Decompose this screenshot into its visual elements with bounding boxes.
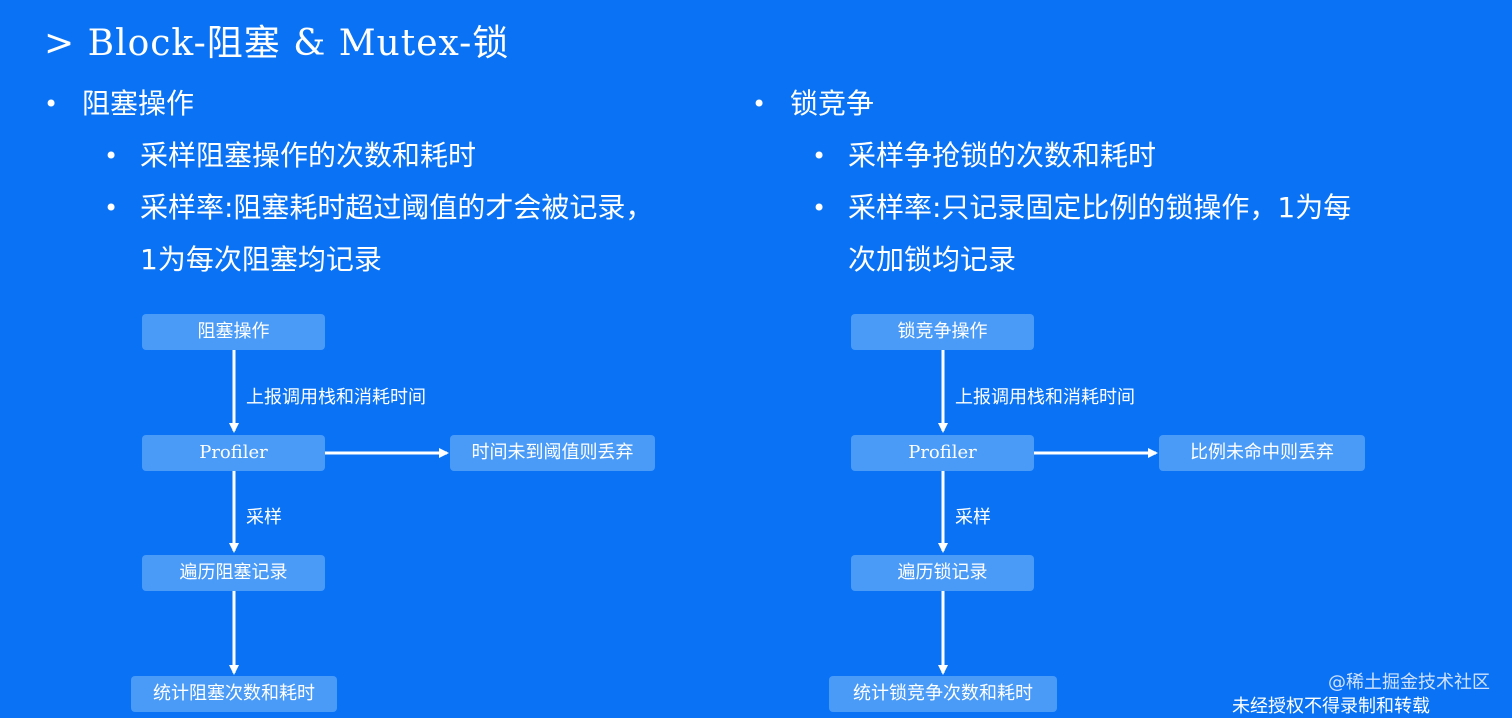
block-bullet-1-text: 采样阻塞操作的次数和耗时 [140, 139, 477, 172]
block-discard-node: 时间未到阈值则丢弃 [450, 435, 655, 471]
mutex-bullet-1-text: 采样争抢锁的次数和耗时 [848, 139, 1157, 172]
mutex-stats-node: 统计锁竞争次数和耗时 [829, 676, 1057, 712]
mutex-start-node: 锁竞争操作 [851, 314, 1034, 350]
mutex-report-label: 上报调用栈和消耗时间 [955, 387, 1135, 408]
block-stats-node: 统计阻塞次数和耗时 [131, 676, 337, 712]
block-traverse-node: 遍历阻塞记录 [142, 555, 325, 591]
mutex-bullet-2-text: 采样率:只记录固定比例的锁操作，1为每 [848, 191, 1352, 224]
mutex-traverse-node: 遍历锁记录 [851, 555, 1034, 591]
mutex-profiler-node: Profiler [851, 435, 1034, 471]
bullet-dot: • [104, 194, 119, 222]
bullet-dot: • [104, 142, 119, 170]
mutex-discard-node: 比例未命中则丢弃 [1159, 435, 1365, 471]
block-report-label: 上报调用栈和消耗时间 [246, 387, 426, 408]
block-bullet-2-text: 采样率:阻塞耗时超过阈值的才会被记录， [140, 191, 654, 224]
block-sample-label: 采样 [246, 507, 282, 528]
block-start-node: 阻塞操作 [142, 314, 325, 350]
block-section: • 阻塞操作 • 采样阻塞操作的次数和耗时 • 采样率:阻塞耗时超过阈值的才会被… [44, 84, 704, 286]
mutex-sample-label: 采样 [955, 507, 991, 528]
copyright-notice: 未经授权不得录制和转载 [1232, 696, 1430, 717]
mutex-bullet-2: • 采样率:只记录固定比例的锁操作，1为每 次加锁均记录 [812, 182, 1412, 286]
mutex-bullet-1: • 采样争抢锁的次数和耗时 [812, 130, 1412, 182]
mutex-heading-bullet: • 锁竞争 [752, 84, 1412, 124]
bullet-dot: • [752, 90, 767, 118]
block-profiler-node: Profiler [142, 435, 325, 471]
slide-title: > Block-阻塞 & Mutex-锁 [44, 23, 510, 64]
watermark: @稀土掘金技术社区 [1328, 672, 1490, 693]
mutex-section: • 锁竞争 • 采样争抢锁的次数和耗时 • 采样率:只记录固定比例的锁操作，1为… [752, 84, 1412, 286]
block-bullet-2-text-cont: 1为每次阻塞均记录 [140, 243, 382, 276]
block-bullet-2: • 采样率:阻塞耗时超过阈值的才会被记录， 1为每次阻塞均记录 [104, 182, 704, 286]
mutex-bullet-2-text-cont: 次加锁均记录 [848, 243, 1017, 276]
mutex-heading: 锁竞争 [790, 87, 875, 120]
bullet-dot: • [812, 142, 827, 170]
block-heading-bullet: • 阻塞操作 [44, 84, 704, 124]
bullet-dot: • [812, 194, 827, 222]
block-bullet-1: • 采样阻塞操作的次数和耗时 [104, 130, 704, 182]
block-heading: 阻塞操作 [82, 87, 195, 120]
bullet-dot: • [44, 90, 59, 118]
